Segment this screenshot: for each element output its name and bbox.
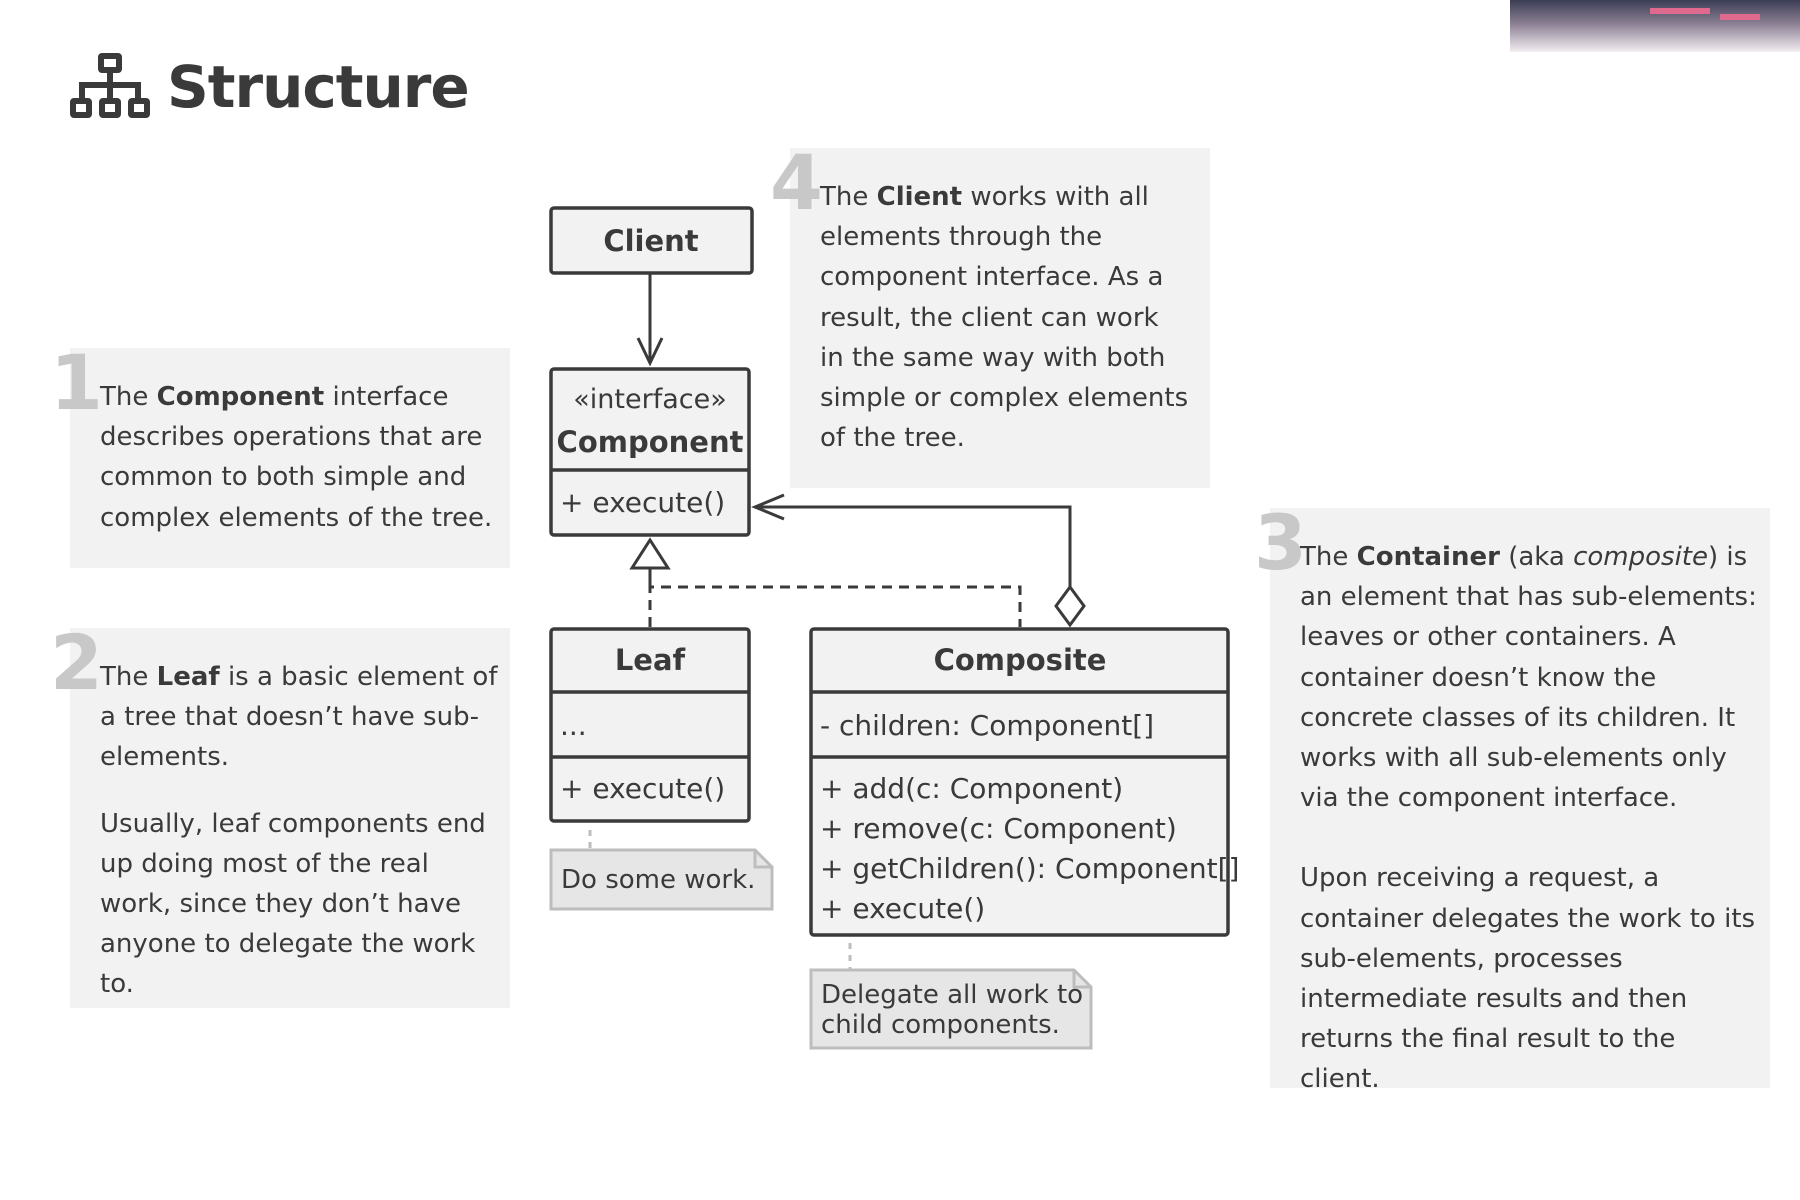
composite-comment-text: Delegate all work to (821, 980, 1083, 1010)
note-number-4: 4 (770, 138, 823, 227)
note-text-4: The Client works with all elements throu… (820, 177, 1190, 458)
component-method: + execute() (560, 486, 725, 519)
note-3-italic: composite (1573, 542, 1708, 572)
component-interface: «interface» Component + execute() (549, 367, 751, 537)
composite-field: - children: Component[] (820, 709, 1154, 742)
note-2-extra: Usually, leaf components end up doing mo… (100, 808, 486, 1000)
note-3-part: (aka (1499, 542, 1574, 572)
composite-method: + getChildren(): Component[] (820, 852, 1239, 885)
note-text-2: The Leaf is a basic element of a tree th… (100, 657, 500, 1005)
note-1-keyword: Component (156, 382, 325, 412)
aggregation-diamond (1054, 584, 1086, 628)
note-3-extra: Upon receiving a request, a container de… (1300, 863, 1756, 1095)
arrowhead (751, 493, 785, 521)
note-box-3 (1270, 508, 1770, 1088)
arrowhead (636, 337, 664, 367)
note-4-keyword: Client (876, 182, 963, 212)
composite-class: Composite - children: Component[] + add(… (809, 627, 1239, 937)
leaf-comment-text: Do some work. (561, 865, 755, 895)
note-4-part: works with all elements through the comp… (820, 182, 1189, 454)
note-4-part: The (820, 182, 877, 212)
component-stereotype: «interface» (573, 384, 726, 415)
leaf-method: + execute() (560, 772, 725, 805)
composite-method: + add(c: Component) (820, 772, 1123, 805)
composite-method: + remove(c: Component) (820, 812, 1177, 845)
client-class-name: Client (603, 224, 698, 258)
note-2-part: The (100, 662, 157, 692)
note-text-1: The Component interface describes operat… (100, 377, 500, 538)
note-box-4 (790, 148, 1210, 488)
note-3-part: ) is an element that has sub-elements: l… (1300, 542, 1757, 814)
composite-method: + execute() (820, 892, 985, 925)
note-box-1 (70, 348, 510, 568)
composite-class-name: Composite (934, 643, 1107, 677)
note-3-part: The (1300, 542, 1357, 572)
client-class: Client (549, 206, 754, 275)
leaf-class: Leaf ... + execute() (549, 627, 751, 823)
leaf-field: ... (560, 709, 587, 742)
hierarchy-tree-icon (70, 53, 150, 118)
page-title: Structure (167, 53, 470, 121)
note-number-1: 1 (50, 338, 103, 427)
note-1-part: The (100, 382, 157, 412)
realization-line (648, 585, 1022, 627)
note-text-3: The Container (aka composite) is an elem… (1300, 537, 1760, 1100)
realization-triangle (629, 537, 671, 570)
leaf-comment: Do some work. (549, 848, 774, 911)
composite-comment: Delegate all work to child components. (809, 968, 1093, 1050)
corner-thumbnail (1510, 0, 1800, 52)
leaf-class-name: Leaf (615, 643, 686, 677)
note-2-keyword: Leaf (156, 662, 220, 692)
composite-comment-text: child components. (821, 1010, 1060, 1040)
composite-to-component-line (755, 505, 1072, 588)
component-class-name: Component (557, 425, 744, 459)
note-3-keyword: Container (1356, 542, 1500, 572)
note-2-part: is a basic element of a tree that doesn’… (100, 662, 498, 773)
note-1-part: interface describes operations that are … (100, 382, 493, 533)
note-number-3: 3 (1254, 498, 1307, 587)
note-box-2 (70, 628, 510, 1008)
note-number-2: 2 (50, 618, 103, 707)
